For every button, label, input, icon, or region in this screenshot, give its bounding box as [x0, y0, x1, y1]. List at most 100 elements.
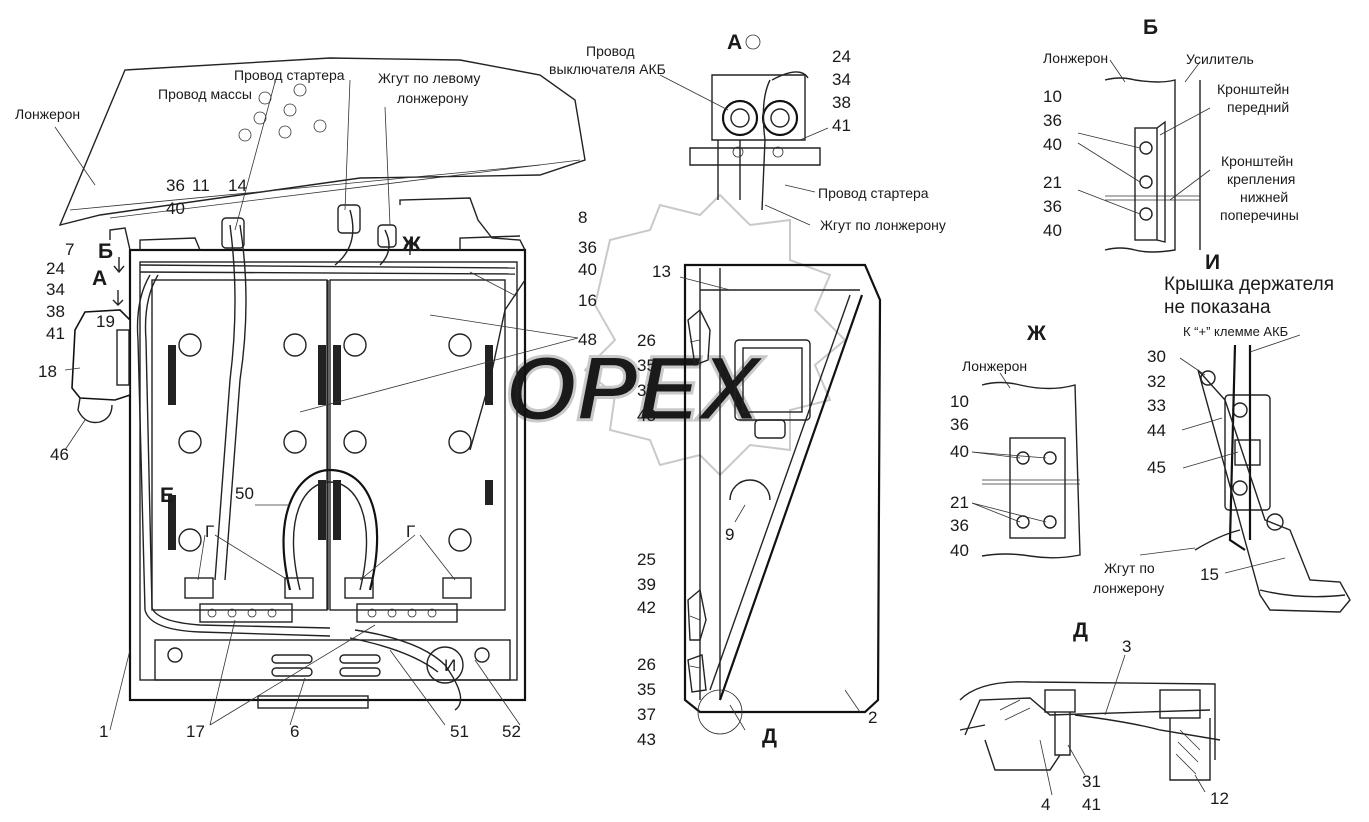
view-title-Zh: Ж: [1026, 322, 1047, 345]
callout-37: 37: [637, 381, 656, 400]
label-lonzheron: Лонжерон: [15, 106, 80, 122]
view-title-I: И: [1205, 251, 1220, 274]
callout-38: 38: [46, 302, 65, 321]
side-view-battery-box: [683, 263, 882, 735]
callout-14: 14: [228, 176, 247, 195]
callout-7: 7: [65, 240, 74, 259]
callout-zh-10: 10: [950, 392, 969, 411]
marker-A: А: [92, 267, 107, 290]
callout-zh-36: 36: [950, 415, 969, 434]
view-b-labels: Б Лонжерон Усилитель Кронштейн передний …: [1043, 16, 1299, 240]
callout-a-41: 41: [832, 116, 851, 135]
callout-34: 34: [46, 280, 65, 299]
label-a-provod-startera: Провод стартера: [818, 185, 929, 201]
callout-18: 18: [38, 362, 57, 381]
callout-40b: 40: [578, 260, 597, 279]
callout-b-36: 36: [1043, 111, 1062, 130]
view-title-A: А: [727, 31, 742, 54]
side-view-labels: 13 26 35 37 43 9 25 39 42 26 35 37 43 Д …: [637, 262, 877, 749]
label-b-kr-kr-3: нижней: [1240, 189, 1288, 205]
callout-36b: 36: [578, 238, 597, 257]
callout-i-45: 45: [1147, 458, 1166, 477]
callout-13: 13: [652, 262, 671, 281]
main-view-leaders: [54, 79, 579, 731]
callout-51: 51: [450, 722, 469, 741]
callout-11: 11: [192, 176, 210, 195]
callout-d-4: 4: [1041, 795, 1050, 814]
callout-i-30: 30: [1147, 347, 1166, 366]
view-title-D: Д: [1073, 619, 1088, 642]
marker-Zh: Ж: [401, 233, 422, 256]
view-a-switch: [659, 34, 829, 226]
label-provod-vykl-2: выключателя АКБ: [549, 61, 666, 77]
callout-zh-36b: 36: [950, 516, 969, 535]
callout-b-21: 21: [1043, 173, 1062, 192]
label-provod-vykl-1: Провод: [586, 43, 635, 59]
label-i-zhgut-2: лонжерону: [1093, 580, 1164, 596]
view-i-holder: [1139, 334, 1351, 613]
label-zh-lonzheron: Лонжерон: [962, 358, 1027, 374]
callout-d-12: 12: [1210, 789, 1229, 808]
callout-41: 41: [46, 324, 65, 343]
watermark-text: OPEX: [505, 338, 765, 440]
marker-E: Е: [160, 484, 174, 507]
marker-G1: Г: [205, 522, 214, 541]
callout-a-24: 24: [832, 47, 851, 66]
view-d-section: [959, 654, 1221, 796]
callout-i-44: 44: [1147, 421, 1166, 440]
callout-d-31: 31: [1082, 772, 1101, 791]
label-provod-startera: Провод стартера: [234, 67, 345, 83]
callout-43b: 43: [637, 730, 656, 749]
marker-D: Д: [762, 725, 777, 748]
label-i-note-2: не показана: [1164, 297, 1271, 318]
marker-B: Б: [98, 240, 113, 263]
view-a-labels: А Провод выключателя АКБ 24 34 38 41 Про…: [549, 31, 946, 233]
callout-52: 52: [502, 722, 521, 741]
callout-1: 1: [99, 722, 108, 741]
marker-G2: Г: [406, 522, 415, 541]
callout-2: 2: [868, 708, 877, 727]
callout-i-15: 15: [1200, 565, 1219, 584]
callout-25: 25: [637, 550, 656, 569]
callout-16: 16: [578, 291, 597, 310]
callout-35b: 35: [637, 680, 656, 699]
callout-26b: 26: [637, 655, 656, 674]
callout-37b: 37: [637, 705, 656, 724]
label-provod-massy: Провод массы: [158, 86, 252, 102]
callout-8: 8: [578, 208, 587, 227]
callout-19: 19: [96, 312, 115, 331]
callout-d-41: 41: [1082, 795, 1101, 814]
callout-26: 26: [637, 331, 656, 350]
callout-40: 40: [166, 199, 185, 218]
callout-46: 46: [50, 445, 69, 464]
callout-zh-40b: 40: [950, 541, 969, 560]
callout-48: 48: [578, 330, 597, 349]
label-b-lonzheron: Лонжерон: [1043, 50, 1108, 66]
label-i-zhgut-1: Жгут по: [1104, 560, 1155, 576]
callout-d-3: 3: [1122, 637, 1131, 656]
label-b-kr-kr-4: поперечины: [1220, 207, 1299, 223]
callout-a-34: 34: [832, 70, 851, 89]
label-a-zhgut: Жгут по лонжерону: [820, 217, 946, 233]
callout-b-40: 40: [1043, 135, 1062, 154]
callout-a-38: 38: [832, 93, 851, 112]
view-zh-bracket: [971, 372, 1081, 559]
label-b-usilitel: Усилитель: [1186, 51, 1254, 67]
view-i-labels: И Крышка держателя не показана К “+” кле…: [1093, 251, 1334, 596]
callout-42: 42: [637, 598, 656, 617]
callout-6: 6: [290, 722, 299, 741]
main-view-frame-rail: [58, 57, 586, 227]
callout-35: 35: [637, 356, 656, 375]
callout-24: 24: [46, 259, 65, 278]
callout-b-40b: 40: [1043, 221, 1062, 240]
callout-50: 50: [235, 484, 254, 503]
view-zh-labels: Ж Лонжерон 10 36 40 21 36 40: [950, 322, 1047, 560]
watermark-logo: OPEX: [504, 193, 847, 477]
callout-i-32: 32: [1147, 372, 1166, 391]
view-b-bracket: [1077, 59, 1211, 253]
callout-zh-21: 21: [950, 493, 969, 512]
marker-I: И: [444, 656, 456, 675]
callout-17: 17: [186, 722, 205, 741]
callout-9: 9: [725, 525, 734, 544]
